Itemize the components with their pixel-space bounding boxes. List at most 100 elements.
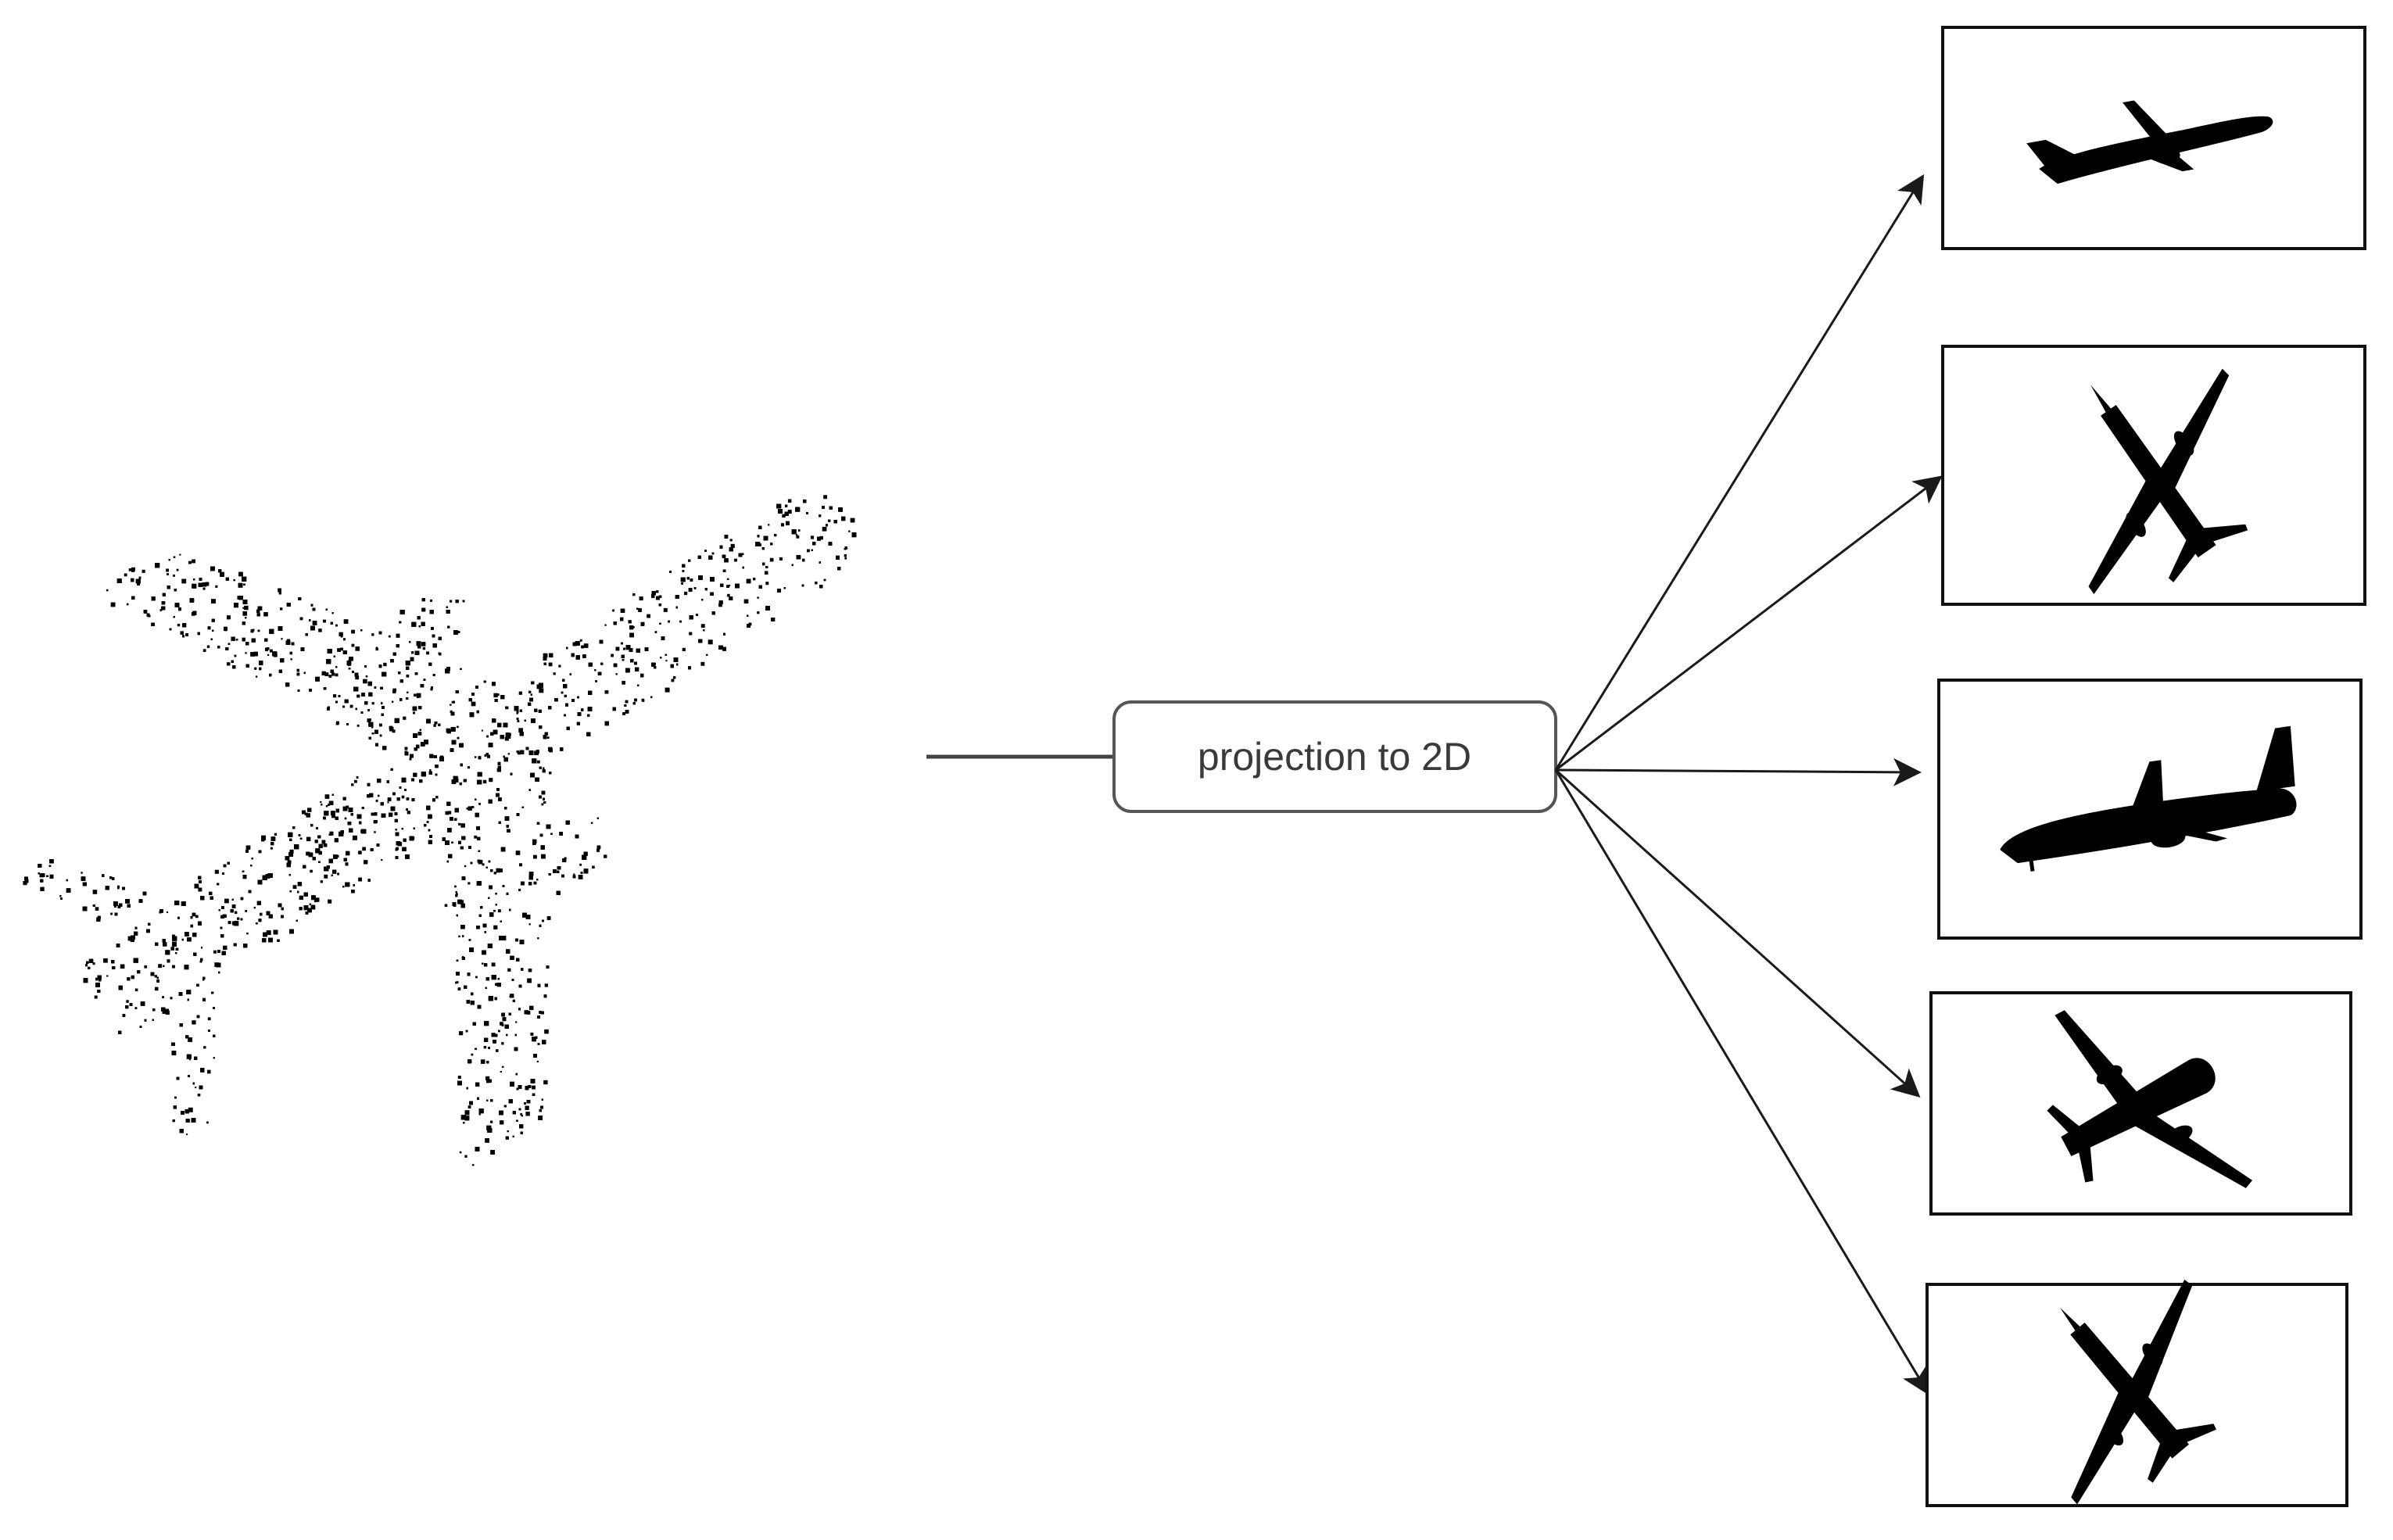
point-cloud-point (242, 607, 245, 609)
point-cloud-point (480, 1059, 485, 1064)
point-cloud-point (459, 1031, 464, 1036)
point-cloud-point (497, 909, 501, 913)
point-cloud-point (471, 1053, 474, 1056)
point-cloud-point (583, 643, 589, 648)
point-cloud-point (266, 930, 271, 936)
point-cloud-point (213, 1057, 215, 1059)
point-cloud-point (500, 1022, 503, 1026)
point-cloud-point (520, 1112, 523, 1116)
point-cloud-point (489, 778, 493, 783)
point-cloud-point (355, 675, 360, 680)
point-cloud-point (729, 585, 731, 587)
point-cloud-point (335, 673, 339, 677)
point-cloud-point (406, 674, 410, 678)
point-cloud-point (310, 869, 313, 873)
point-cloud-point (215, 585, 218, 588)
point-cloud-point (481, 729, 483, 732)
point-cloud-point (255, 675, 258, 678)
point-cloud-point (324, 794, 330, 799)
point-cloud-point (457, 1076, 461, 1079)
point-cloud-point (116, 886, 120, 890)
point-cloud-point (134, 988, 138, 992)
point-cloud-point (459, 782, 462, 786)
point-cloud-point (167, 911, 169, 913)
point-cloud-point (504, 736, 509, 741)
point-cloud-point (444, 904, 448, 908)
point-cloud-point (823, 495, 828, 500)
point-cloud-point (403, 716, 407, 720)
point-cloud-point (478, 803, 481, 805)
point-cloud-point (518, 751, 521, 755)
point-cloud-point (482, 863, 485, 866)
point-cloud-point (163, 942, 167, 947)
point-cloud-point (822, 526, 827, 532)
point-cloud-point (280, 607, 283, 611)
point-cloud-point (383, 662, 387, 667)
point-cloud-point (496, 693, 500, 697)
point-cloud-point (503, 755, 505, 758)
point-cloud-point (127, 936, 133, 941)
point-cloud-point (306, 813, 310, 818)
point-cloud-point (819, 535, 823, 540)
point-cloud-point (269, 649, 273, 653)
point-cloud-point (170, 947, 174, 951)
point-cloud-point (355, 646, 360, 651)
point-cloud-point (289, 849, 294, 854)
point-cloud-point (297, 882, 303, 886)
point-cloud-point (787, 499, 792, 503)
point-cloud-point (374, 831, 376, 833)
point-cloud-point (796, 534, 798, 536)
point-cloud-point (426, 651, 429, 655)
point-cloud-point (411, 651, 414, 654)
point-cloud-point (430, 688, 433, 691)
point-cloud-point (810, 535, 815, 539)
point-cloud-point (844, 557, 847, 560)
point-cloud-point (179, 553, 181, 556)
point-cloud-point (518, 728, 523, 732)
point-cloud-point (213, 950, 217, 954)
point-cloud-point (788, 499, 790, 501)
point-cloud-point (779, 557, 783, 560)
point-cloud-point (457, 725, 459, 729)
point-cloud-point (59, 895, 62, 897)
point-cloud-point (467, 806, 472, 811)
point-cloud-point (482, 779, 487, 784)
point-cloud-point (142, 569, 145, 573)
point-cloud-point (331, 672, 335, 676)
point-cloud-point (729, 539, 733, 542)
point-cloud-point (485, 987, 487, 990)
point-cloud-point (474, 756, 477, 758)
point-cloud-point (460, 823, 465, 828)
point-cloud-point (539, 1108, 543, 1112)
point-cloud-point (543, 1080, 548, 1085)
point-cloud-point (181, 578, 187, 584)
point-cloud-point (92, 962, 95, 965)
point-cloud-point (320, 800, 322, 804)
point-cloud-point (493, 925, 498, 929)
point-cloud-point (128, 568, 132, 571)
point-cloud-point (684, 591, 688, 596)
point-cloud-point (315, 897, 320, 902)
point-cloud-point (519, 863, 522, 867)
point-cloud-point (579, 639, 582, 642)
point-cloud-point (525, 1112, 530, 1116)
point-cloud-point (530, 1032, 534, 1036)
point-cloud-point (604, 624, 607, 626)
point-cloud-point (407, 811, 410, 815)
point-cloud-point (464, 1155, 467, 1158)
point-cloud-point (399, 679, 403, 683)
point-cloud-point (227, 921, 231, 925)
point-cloud-point (668, 620, 670, 623)
point-cloud-point (446, 606, 448, 608)
point-cloud-point (214, 869, 219, 874)
point-cloud-point (363, 679, 367, 684)
point-cloud-point (510, 994, 514, 998)
point-cloud-point (352, 835, 357, 840)
point-cloud-point (358, 851, 362, 854)
point-cloud-point (464, 865, 467, 868)
point-cloud-point (471, 701, 476, 707)
point-cloud-point (421, 642, 426, 646)
point-cloud-point (180, 631, 184, 635)
point-cloud-point (356, 724, 360, 727)
